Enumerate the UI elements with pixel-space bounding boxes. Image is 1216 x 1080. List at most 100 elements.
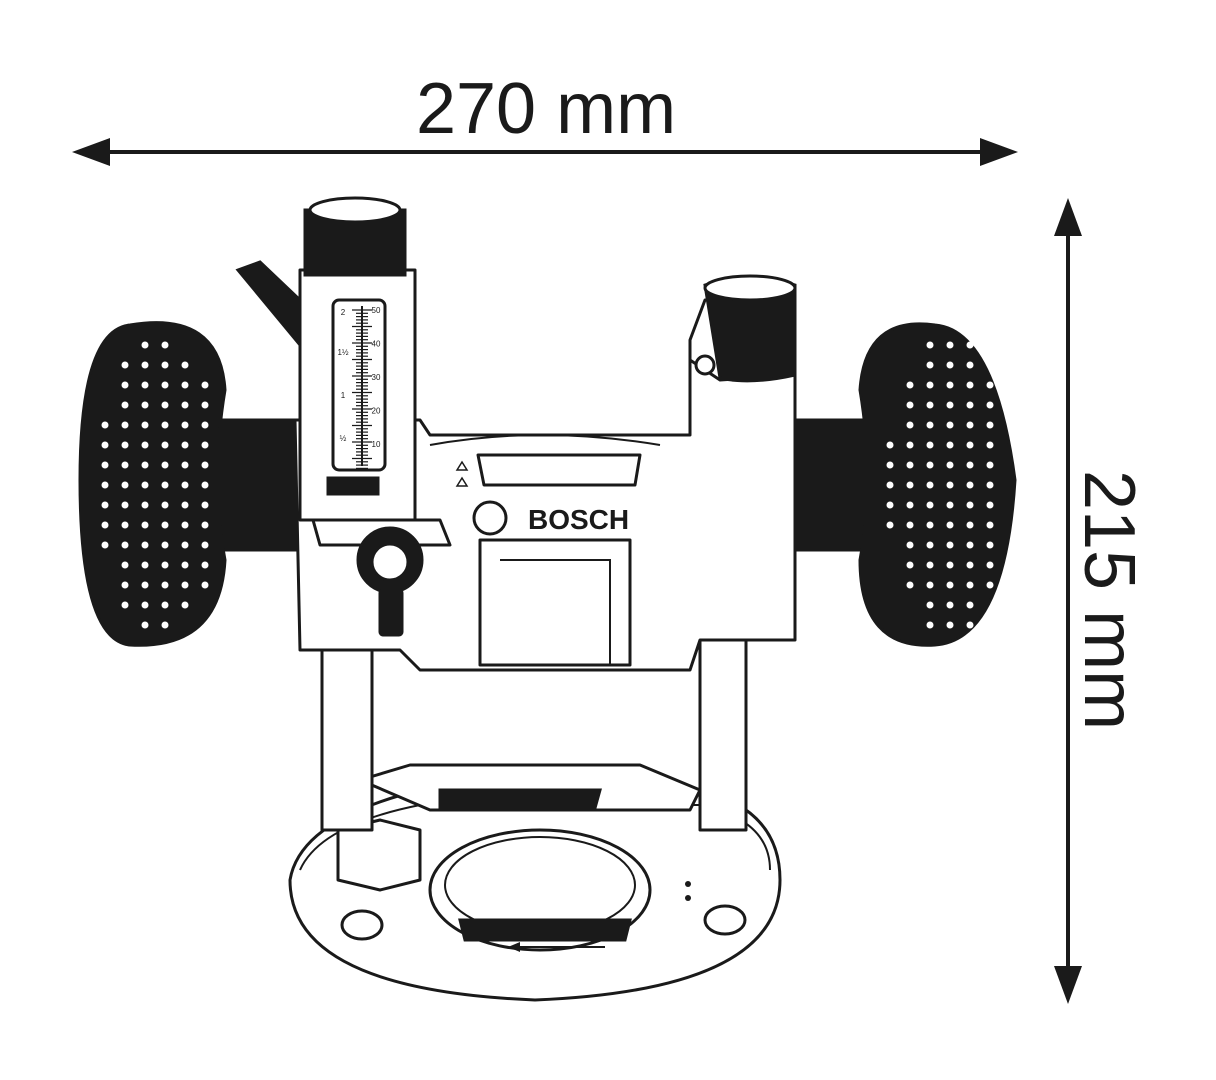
- grip-dot: [141, 561, 149, 569]
- grip-dot: [926, 381, 934, 389]
- grip-dot: [986, 581, 994, 589]
- grip-dot: [141, 401, 149, 409]
- grip-dot: [986, 561, 994, 569]
- grip-dot: [181, 401, 189, 409]
- left-knob[interactable]: [78, 321, 227, 647]
- grip-dot: [101, 481, 109, 489]
- grip-dot: [946, 521, 954, 529]
- grip-dot: [161, 621, 169, 629]
- grip-dot: [926, 581, 934, 589]
- grip-dot: [121, 501, 129, 509]
- mm-label: 30: [372, 373, 381, 382]
- grip-dot: [926, 521, 934, 529]
- grip-dot: [141, 581, 149, 589]
- grip-dot: [966, 581, 974, 589]
- grip-dot: [101, 541, 109, 549]
- grip-dot: [886, 501, 894, 509]
- grip-dot: [966, 601, 974, 609]
- grip-dot: [181, 581, 189, 589]
- grip-dot: [181, 561, 189, 569]
- grip-dot: [201, 421, 209, 429]
- grip-dot: [966, 421, 974, 429]
- grip-dot: [201, 581, 209, 589]
- grip-dot: [121, 541, 129, 549]
- grip-dot: [906, 421, 914, 429]
- grip-dot: [906, 461, 914, 469]
- grip-dot: [161, 361, 169, 369]
- grip-dot: [101, 421, 109, 429]
- base-plate: [288, 763, 782, 1002]
- grip-dot: [121, 421, 129, 429]
- right-handle: [793, 322, 1017, 647]
- grip-dot: [946, 501, 954, 509]
- grip-dot: [161, 561, 169, 569]
- grip-dot: [926, 561, 934, 569]
- grip-dot: [906, 381, 914, 389]
- grip-dot: [906, 561, 914, 569]
- height-label: 215 mm: [1069, 470, 1149, 730]
- arrow-down-icon: [1054, 966, 1082, 1004]
- grip-dot: [966, 521, 974, 529]
- grip-dot: [141, 601, 149, 609]
- width-label: 270 mm: [416, 69, 676, 149]
- grip-dot: [101, 501, 109, 509]
- right-tower: [688, 274, 797, 383]
- right-knob[interactable]: [858, 322, 1017, 647]
- grip-dot: [181, 521, 189, 529]
- grip-dot: [201, 481, 209, 489]
- grip-dot: [986, 541, 994, 549]
- inch-label: 2: [341, 308, 346, 317]
- grip-dot: [161, 381, 169, 389]
- grip-dot: [926, 441, 934, 449]
- grip-dot: [121, 581, 129, 589]
- grip-dot: [966, 441, 974, 449]
- grip-dot: [886, 461, 894, 469]
- grip-dot: [986, 401, 994, 409]
- grip-dot: [986, 481, 994, 489]
- grip-dot: [201, 441, 209, 449]
- grip-dot: [906, 441, 914, 449]
- grip-dot: [201, 381, 209, 389]
- grip-dot: [966, 481, 974, 489]
- grip-dot: [986, 441, 994, 449]
- grip-dot: [946, 481, 954, 489]
- grip-dot: [946, 401, 954, 409]
- grip-dot: [101, 441, 109, 449]
- grip-dot: [986, 521, 994, 529]
- grip-dot: [181, 501, 189, 509]
- inch-label: 1: [341, 391, 346, 400]
- grip-dot: [101, 461, 109, 469]
- grip-dot: [966, 381, 974, 389]
- grip-dot: [926, 601, 934, 609]
- grip-dot: [886, 441, 894, 449]
- inch-label: ½: [340, 434, 347, 443]
- grip-dot: [946, 601, 954, 609]
- grip-dot: [926, 621, 934, 629]
- grip-dot: [946, 561, 954, 569]
- arrow-left-icon: [72, 138, 110, 166]
- grip-dot: [966, 341, 974, 349]
- grip-dot: [926, 341, 934, 349]
- grip-dot: [946, 421, 954, 429]
- grip-dot: [121, 401, 129, 409]
- grip-dot: [201, 561, 209, 569]
- mm-label: 50: [372, 306, 381, 315]
- grip-dot: [926, 461, 934, 469]
- grip-dot: [181, 441, 189, 449]
- grip-dot: [121, 361, 129, 369]
- grip-dot: [201, 401, 209, 409]
- grip-dot: [926, 501, 934, 509]
- grip-dot: [141, 521, 149, 529]
- grip-dot: [906, 481, 914, 489]
- grip-dot: [161, 401, 169, 409]
- grip-dot: [141, 541, 149, 549]
- arrow-up-icon: [1054, 198, 1082, 236]
- grip-dot: [201, 501, 209, 509]
- grip-dot: [201, 541, 209, 549]
- left-column: [320, 638, 374, 832]
- grip-dot: [201, 521, 209, 529]
- grip-dot: [946, 381, 954, 389]
- grip-dot: [181, 381, 189, 389]
- grip-dot: [161, 481, 169, 489]
